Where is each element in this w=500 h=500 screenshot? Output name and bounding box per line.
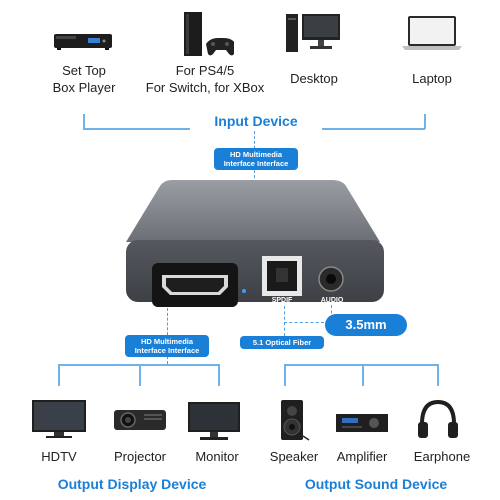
hdmi-port — [152, 263, 238, 307]
output-sound-heading: Output Sound Device — [304, 476, 448, 492]
output-display-heading: Output Display Device — [57, 476, 207, 492]
sound-bracket-tick — [362, 364, 364, 386]
input-device-label-set-top-box: Set Top Box Player — [52, 63, 116, 95]
laptop-icon — [402, 14, 462, 52]
hdmi-output-label: HD Multimedia Interface Interface — [125, 335, 209, 357]
display-bracket-tick — [58, 364, 60, 386]
hdmi-input-label: HD Multimedia Interface Interface — [214, 148, 298, 170]
optical-fiber-label: 5.1 Optical Fiber — [240, 336, 324, 349]
amplifier-icon — [334, 410, 390, 436]
hdtv-icon — [32, 398, 86, 440]
game-console-icon — [178, 10, 234, 58]
optical-dashed-line-h — [284, 322, 324, 323]
spdif-port — [262, 256, 302, 296]
sound-bracket-tick — [284, 364, 286, 386]
desktop-icon — [286, 12, 342, 54]
audio-jack-port — [318, 266, 344, 292]
input-device-label-laptop: Laptop — [412, 71, 452, 86]
input-bracket-tick — [424, 114, 426, 129]
audio-jack-label-text: AUDIO — [320, 297, 344, 304]
audio-jack-callout: 3.5mm — [325, 314, 407, 336]
display-device-label-monitor: Monitor — [195, 449, 239, 464]
earphone-icon — [416, 398, 460, 440]
sound-device-label-speaker: Speaker — [269, 449, 319, 464]
speaker-icon — [275, 398, 311, 442]
input-device-label-desktop: Desktop — [290, 71, 338, 86]
sound-bracket-line — [284, 364, 438, 366]
audio-jack-dashed-line — [331, 305, 332, 319]
sound-device-label-amplifier: Amplifier — [336, 449, 388, 464]
sound-bracket-tick — [437, 364, 439, 386]
optical-dashed-line — [284, 306, 285, 336]
sound-device-label-earphone: Earphone — [413, 449, 471, 464]
input-device-label-console: For PS4/5 For Switch, for XBox — [145, 63, 265, 95]
spdif-port-label: SPDIF — [271, 297, 293, 304]
display-bracket-tick — [139, 364, 141, 386]
set-top-box-icon — [52, 26, 114, 52]
status-led — [242, 289, 246, 293]
display-bracket-tick — [218, 364, 220, 386]
input-device-heading: Input Device — [190, 112, 322, 130]
monitor-icon — [188, 400, 240, 442]
display-device-label-hdtv: HDTV — [41, 449, 77, 464]
input-bracket-tick — [83, 114, 85, 129]
display-device-label-projector: Projector — [113, 449, 167, 464]
projector-icon — [112, 404, 168, 434]
